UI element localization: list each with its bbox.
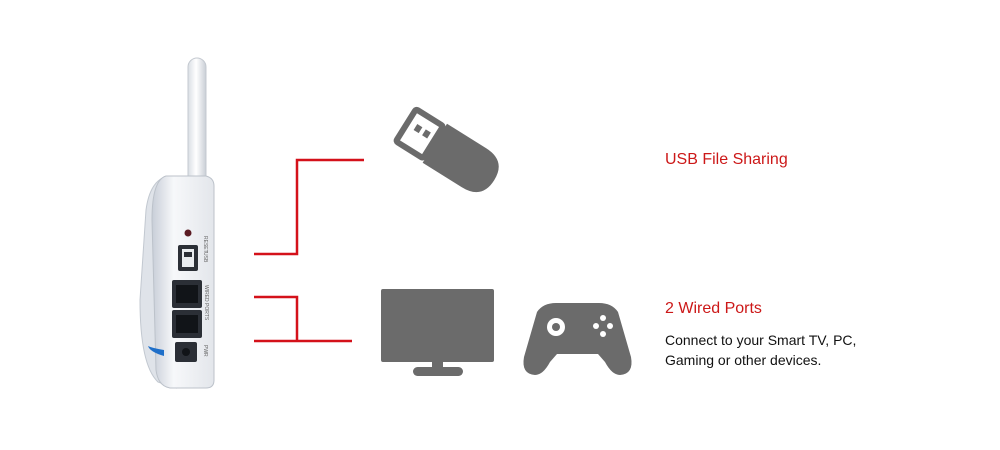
monitor-icon <box>381 289 494 376</box>
usb-connector-line <box>254 158 364 256</box>
usb-port-label: USB <box>202 252 208 263</box>
wired-ports-description: Connect to your Smart TV, PC, Gaming or … <box>665 330 856 370</box>
reset-label: RESET <box>202 236 208 253</box>
wired-connector-upper <box>254 295 299 341</box>
usb-file-sharing-title: USB File Sharing <box>665 151 788 168</box>
wired-ports-description-line2: Gaming or other devices. <box>665 352 822 368</box>
router-icon: RESET USB WIRED PORTS PWR <box>139 57 215 389</box>
gamepad-icon <box>523 303 632 375</box>
wired-ports-title: 2 Wired Ports <box>665 300 762 317</box>
connector-lines <box>254 158 364 343</box>
power-label: PWR <box>202 345 208 357</box>
wired-ports-description-line1: Connect to your Smart TV, PC, <box>665 332 857 348</box>
usb-drive-icon <box>393 106 499 193</box>
wired-ports-label: WIRED PORTS <box>203 285 209 321</box>
